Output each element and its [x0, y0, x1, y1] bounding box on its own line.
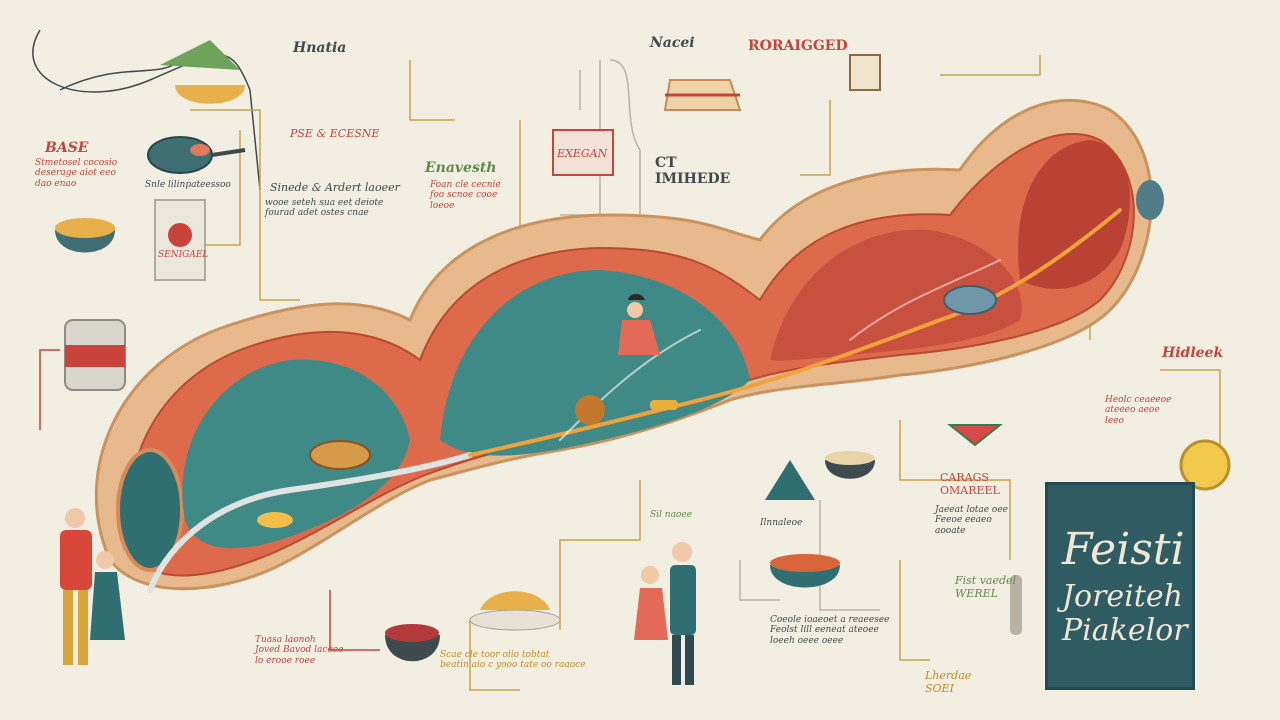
lumen-chamber-4 — [1018, 140, 1130, 289]
package-box — [154, 199, 206, 281]
microphone — [1010, 575, 1022, 635]
bottom-center-text: Scae cle toor oiio tobtat beatin aio c y… — [440, 650, 586, 671]
connector-lines — [32, 29, 1221, 691]
top-center-heading: Nacei — [650, 35, 695, 51]
small-package — [849, 54, 881, 91]
watermelon-slice — [947, 424, 1003, 447]
bottom-right-heading: Lherdae SOEI — [925, 669, 972, 695]
burger-plate — [469, 591, 561, 631]
salad-bowl — [160, 40, 245, 104]
stomach-sign — [552, 129, 614, 176]
left-caption: Snle lilinpateessoo — [145, 180, 231, 190]
stomach-sign-label: EXEGAN — [557, 147, 608, 160]
stirred-title: Sinede & Ardert laoeer — [270, 181, 400, 194]
carafe-heading: CARAGS OMAREEL — [940, 471, 1000, 497]
esophagus-opening — [116, 448, 184, 572]
jar-label: SENIGAEL — [158, 250, 209, 260]
handle-heading: CT IMIHEDE — [655, 155, 731, 188]
hanging-lamp — [765, 460, 815, 500]
top-heading-banner: RORAIGGED — [748, 38, 848, 54]
stir-fry-pan — [770, 554, 840, 588]
mid-note: Sil naoee — [650, 510, 693, 520]
jar — [64, 319, 126, 391]
carafe-text: Jaeeat lotae oee Feeoe eeaeo aooate — [935, 505, 1009, 536]
family-figures-left — [60, 508, 125, 665]
rider-figure — [618, 294, 660, 355]
bowl-caption: Ilnnaleoe — [760, 518, 803, 528]
west-heading: Fist vaedel WEREL — [955, 574, 1017, 600]
lumen-chamber-3 — [770, 229, 1022, 361]
flow-streams — [147, 208, 1122, 593]
cake-slice — [663, 79, 742, 111]
right-heading: Hidleek — [1162, 345, 1224, 361]
noodle-bowl — [825, 451, 875, 479]
title-panel: Feisti Joreiteh Piakelor — [1045, 482, 1195, 690]
title-line-1: Feisti — [1062, 523, 1185, 575]
top-left-heading: Hnatia — [293, 40, 347, 56]
top-left-banner: PSE & ECESNE — [290, 127, 380, 140]
green-heading: Enavesth — [425, 160, 497, 176]
spoon-text: Coeole ioaeoet a reaeesee Feolst lill ee… — [770, 615, 890, 646]
right-text: Heolc ceaeeoe ateeeo aeoe leeo — [1105, 395, 1172, 426]
grain-bowl — [55, 218, 115, 253]
green-text: Foan cle cecnie foo scnoe cooe loeoe — [430, 180, 501, 211]
bottom-left-text: Tuasa laonoh Joved Bavod laceee lo erooe… — [255, 635, 344, 666]
title-line-3: Piakelor — [1062, 612, 1188, 648]
family-figures-center — [634, 542, 696, 685]
left-text: Stmetosel cocosio deserage aiot eeo dao … — [35, 158, 118, 189]
left-heading: BASE — [45, 140, 89, 156]
stirred-text: wooe seteh sua eet deiote fourad adet os… — [265, 198, 384, 219]
gold-pocket-watch — [1179, 439, 1231, 491]
title-line-2: Joreiteh — [1062, 579, 1183, 615]
food-items-in-tract — [257, 180, 1164, 528]
frying-pan — [147, 136, 246, 174]
berry-bowl — [385, 624, 440, 662]
